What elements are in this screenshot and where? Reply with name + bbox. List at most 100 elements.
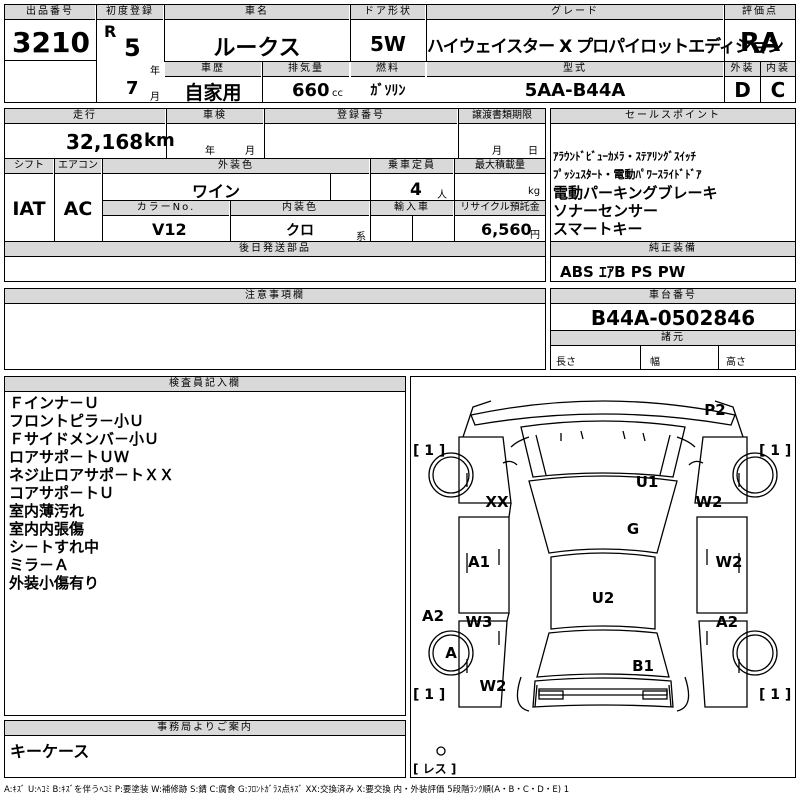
capacity-unit: 人 bbox=[437, 190, 447, 201]
era: R bbox=[104, 22, 117, 41]
inspector-note: ネジ止ロアサポ－トＸＸ bbox=[9, 466, 175, 484]
damage-mark: A bbox=[445, 644, 457, 662]
model: 5AA-B44A bbox=[524, 80, 626, 101]
sales-item: 電動パーキングブレーキ bbox=[553, 184, 718, 202]
interior-color: クロ bbox=[286, 223, 314, 239]
bracket-mark: [ 1 ] bbox=[759, 443, 791, 459]
spare-tire-label: [ レス ] bbox=[413, 762, 456, 776]
model-label: 型式 bbox=[427, 62, 723, 77]
int-label: 内装 bbox=[761, 62, 795, 77]
mileage-unit: km bbox=[144, 130, 175, 151]
office-note: キーケース bbox=[10, 742, 90, 761]
score: RA bbox=[739, 28, 781, 58]
ext-score: D bbox=[734, 78, 751, 102]
fuel: ｶﾞｿﾘﾝ bbox=[370, 83, 406, 99]
office-label: 事務局よりご案内 bbox=[5, 721, 405, 736]
grade: ハイウェイスター X プロパイロットエディション bbox=[427, 37, 784, 57]
ac-label: エアコン bbox=[55, 159, 101, 174]
color-no: V12 bbox=[152, 220, 187, 239]
inspector-note: 外装小傷有り bbox=[9, 574, 100, 592]
color-label: 外装色 bbox=[103, 159, 369, 174]
genuine-equipment: ABS ｴｱB PS PW bbox=[560, 263, 686, 281]
month-no: 7 bbox=[126, 78, 139, 99]
damage-mark: P2 bbox=[704, 401, 725, 419]
bracket-mark: [ 1 ] bbox=[413, 687, 445, 703]
door-type: 5W bbox=[370, 32, 406, 56]
name-label: 車名 bbox=[165, 5, 349, 20]
inspector-note: コアサポ－トＵ bbox=[9, 484, 115, 502]
ac: AC bbox=[63, 198, 93, 220]
chassis-section bbox=[550, 288, 796, 370]
inspector-note: 室内薄汚れ bbox=[9, 502, 85, 520]
disp-label: 排気量 bbox=[263, 62, 349, 77]
dims-label: 諸元 bbox=[551, 331, 795, 346]
car-diagram-drawing: P2 U1 XX W2 G A1 W2 U2 A2 W3 A2 A B1 W2 … bbox=[413, 400, 791, 776]
inspector-note: 室内内張傷 bbox=[9, 520, 85, 538]
damage-mark: W2 bbox=[696, 493, 723, 511]
exterior-color: ワイン bbox=[191, 182, 240, 201]
car-diagram: P2 U1 XX W2 G A1 W2 U2 A2 W3 A2 A B1 W2 … bbox=[410, 376, 796, 778]
chassis-number: B44A-0502846 bbox=[590, 306, 756, 330]
inspector-note: Ｆサイドメンバ－小Ｕ bbox=[9, 430, 160, 448]
sales-item: ソナーセンサー bbox=[553, 202, 659, 220]
load-unit: kg bbox=[528, 186, 541, 197]
int-score: C bbox=[770, 78, 786, 102]
month-unit: 月 bbox=[150, 92, 160, 103]
notes-section bbox=[4, 288, 546, 370]
sales-item: ﾌﾟｯｼｭｽﾀｰﾄ・電動ﾊﾟﾜｰｽﾗｲﾄﾞﾄﾞｱ bbox=[553, 168, 702, 181]
recycle-fee: 6,560 bbox=[481, 220, 532, 239]
transfer-month: 月 bbox=[492, 146, 502, 157]
history: 自家用 bbox=[184, 82, 242, 104]
width-label: 幅 bbox=[650, 357, 660, 368]
displacement: 660 bbox=[292, 80, 330, 101]
inspection-month-unit: 月 bbox=[245, 146, 255, 157]
load-label: 最大積載量 bbox=[455, 159, 545, 174]
year-no: 5 bbox=[124, 34, 141, 62]
damage-mark: U2 bbox=[592, 589, 615, 607]
transfer-day: 日 bbox=[528, 146, 538, 157]
history-label: 車歴 bbox=[165, 62, 261, 77]
inspector-note: フロントピラ－小Ｕ bbox=[9, 412, 145, 430]
sales-label: セールスポイント bbox=[551, 109, 795, 124]
bracket-mark: [ 1 ] bbox=[759, 687, 791, 703]
sales-item: スマートキー bbox=[553, 220, 643, 238]
damage-mark: W3 bbox=[466, 613, 493, 631]
inspector-label: 検査員記入欄 bbox=[5, 377, 405, 392]
import-label: 輸入車 bbox=[371, 201, 453, 216]
capacity: 4 bbox=[410, 180, 422, 200]
office-section bbox=[4, 720, 406, 778]
header-section bbox=[4, 4, 796, 103]
damage-mark: B1 bbox=[632, 657, 654, 675]
legend: A:ｷｽﾞ U:ﾍｺﾐ B:ｷｽﾞを伴うﾍｺﾐ P:要塗装 W:補修跡 S:錆 … bbox=[4, 785, 570, 795]
inspector-notes: Ｆインナ－Ｕ フロントピラ－小Ｕ Ｆサイドメンバ－小Ｕ ロアサポ－トＵＷ ネジ止… bbox=[9, 394, 399, 592]
interior-color-unit: 系 bbox=[356, 232, 366, 243]
fuel-label: 燃料 bbox=[351, 62, 425, 77]
damage-mark: A2 bbox=[422, 607, 444, 625]
inspector-section bbox=[4, 376, 406, 716]
damage-mark: W2 bbox=[480, 677, 507, 695]
first-reg-label: 初度登録 bbox=[97, 5, 163, 20]
sales-list: ｱﾗｳﾝﾄﾞﾋﾞｭｰｶﾒﾗ・ｽﾃｱﾘﾝｸﾞｽｲｯﾁ ﾌﾟｯｼｭｽﾀｰﾄ・電動ﾊﾟ… bbox=[553, 148, 793, 238]
damage-mark: W2 bbox=[716, 553, 743, 571]
recycle-label: リサイクル預託金 bbox=[455, 201, 545, 216]
score-label: 評価点 bbox=[725, 5, 795, 20]
lot-label: 出品番号 bbox=[5, 5, 95, 20]
inspector-note: ミラ－Ａ bbox=[9, 556, 70, 574]
later-parts-label: 後日発送部品 bbox=[5, 242, 545, 257]
genuine-label: 純正装備 bbox=[551, 242, 795, 257]
damage-mark: A2 bbox=[716, 613, 738, 631]
door-label: ドア形状 bbox=[351, 5, 425, 20]
regno-label: 登録番号 bbox=[265, 109, 457, 124]
mileage-label: 走行 bbox=[5, 109, 165, 124]
notes-label: 注意事項欄 bbox=[5, 289, 545, 304]
car-name: ルークス bbox=[213, 36, 301, 61]
inspection-year-unit: 年 bbox=[205, 146, 215, 157]
damage-mark: U1 bbox=[636, 473, 659, 491]
ext-label: 外装 bbox=[725, 62, 760, 77]
details-section bbox=[4, 108, 546, 282]
damage-mark: A1 bbox=[468, 553, 490, 571]
inspector-note: ロアサポ－トＵＷ bbox=[9, 448, 130, 466]
recycle-unit: 円 bbox=[530, 230, 540, 241]
shift-label: シフト bbox=[5, 159, 53, 174]
mileage: 32,168 bbox=[66, 130, 144, 154]
